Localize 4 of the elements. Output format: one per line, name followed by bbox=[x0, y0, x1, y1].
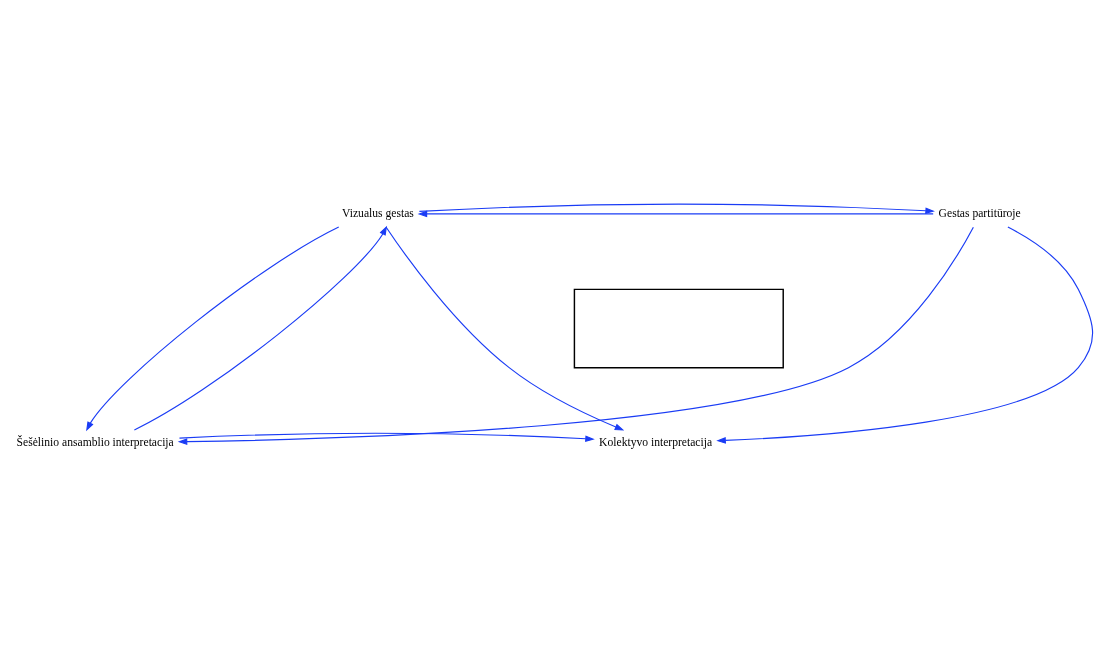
node-text: Kolektyvo interpretacija bbox=[599, 435, 713, 449]
node-text: Gestas partitūroje bbox=[938, 206, 1021, 220]
node-text: Vizualus gestas bbox=[342, 206, 414, 220]
node-text: Šešėlinio ansamblio interpretacija bbox=[16, 435, 174, 449]
